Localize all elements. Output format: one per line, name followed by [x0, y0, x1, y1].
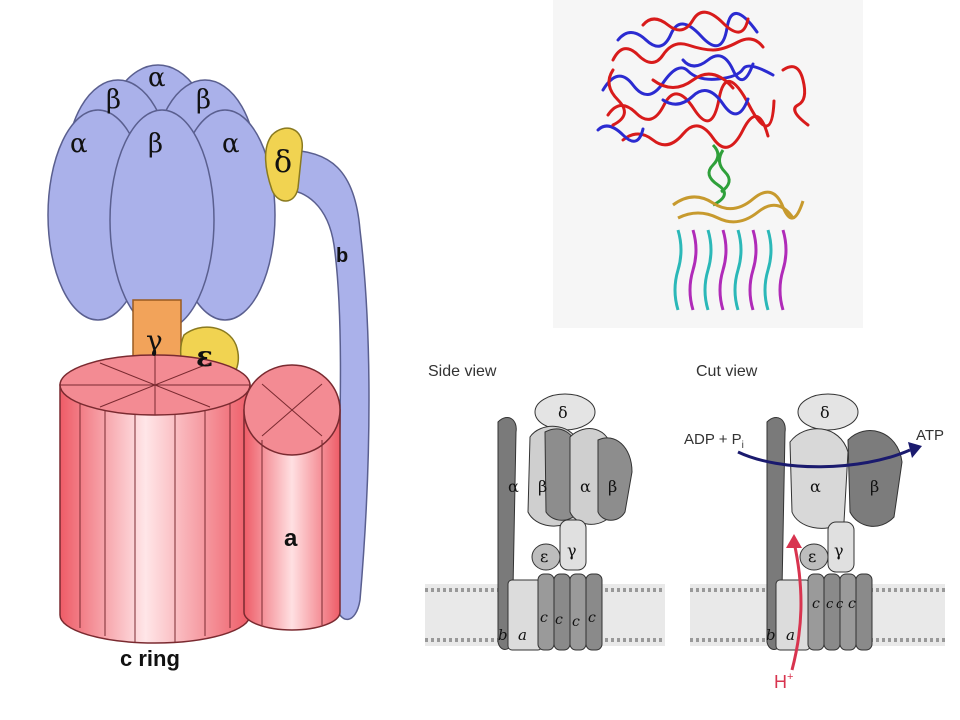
side-label-epsilon: ε — [540, 547, 548, 566]
f1-head-ribbons — [596, 10, 810, 149]
side-label-alpha-1: α — [508, 477, 519, 496]
cut-label-c-4: c — [848, 596, 856, 612]
delta-subunit — [264, 127, 303, 202]
cut-label-epsilon: ε — [808, 547, 816, 566]
c-ring — [59, 354, 251, 644]
cut-label-c-1: c — [812, 596, 820, 612]
atp-synthase-cartoon: α β β α β α δ b γ ε a c ring — [0, 0, 420, 680]
atp-synthesis-arrow — [737, 448, 911, 469]
side-label-gamma: γ — [567, 541, 577, 560]
epsilon-ribbon — [672, 190, 805, 224]
cut-label-a: a — [786, 626, 795, 644]
b-subunit-stalk — [284, 149, 370, 621]
side-label-beta-1: β — [538, 477, 547, 496]
a-subunit — [243, 364, 341, 631]
label-alpha-top: α — [148, 63, 166, 93]
adp-pi-label: ADP + Pi — [684, 431, 744, 451]
cut-view-labels: δ α β ε γ b a c c c c ADP + Pi ATP H+ — [684, 403, 944, 692]
cut-label-gamma: γ — [834, 541, 844, 560]
side-view-complex — [497, 393, 633, 651]
cut-label-c-3: c — [836, 597, 844, 612]
atp-label: ATP — [916, 427, 944, 444]
proton-flow-arrow — [790, 541, 803, 671]
label-alpha-left: α — [70, 129, 88, 159]
side-label-c-2: c — [555, 612, 563, 628]
cut-label-alpha: α — [810, 477, 821, 496]
side-label-c-4: c — [588, 610, 596, 626]
cut-label-delta: δ — [820, 403, 830, 422]
cut-label-b: b — [766, 626, 776, 644]
label-beta-top-left: β — [106, 85, 121, 115]
label-c-ring: c ring — [120, 646, 180, 671]
label-delta: δ — [274, 145, 292, 180]
label-gamma: γ — [146, 324, 163, 357]
cut-label-c-2: c — [826, 597, 834, 612]
side-view-labels: δ α β α β ε γ b a c c c c — [498, 403, 617, 644]
atp-arrowhead — [908, 442, 922, 458]
label-a: a — [284, 525, 298, 552]
side-label-alpha-2: α — [580, 477, 591, 496]
cut-view-title: Cut view — [696, 363, 758, 380]
side-label-a: a — [518, 626, 527, 644]
ribbon-structure-image — [553, 0, 863, 328]
c-ring-ribbons — [673, 229, 788, 311]
side-label-c-1: c — [540, 610, 548, 626]
side-view-title: Side view — [428, 363, 497, 380]
proton-label: H+ — [774, 671, 793, 692]
side-cut-view-figure: Side view Cut view δ α β α β ε γ b a — [420, 352, 960, 697]
cut-label-beta: β — [870, 477, 879, 496]
side-label-c-3: c — [572, 614, 580, 630]
label-epsilon: ε — [196, 340, 213, 373]
side-label-delta: δ — [558, 403, 568, 422]
side-label-b: b — [498, 626, 508, 644]
label-b: b — [336, 245, 348, 267]
proton-arrowhead — [786, 534, 802, 548]
label-beta-front: β — [148, 129, 163, 159]
gamma-stalk-ribbon — [707, 143, 731, 207]
label-alpha-right: α — [222, 129, 240, 159]
cut-view-complex — [766, 393, 903, 651]
label-beta-top-right: β — [196, 85, 211, 115]
side-label-beta-2: β — [608, 477, 617, 496]
